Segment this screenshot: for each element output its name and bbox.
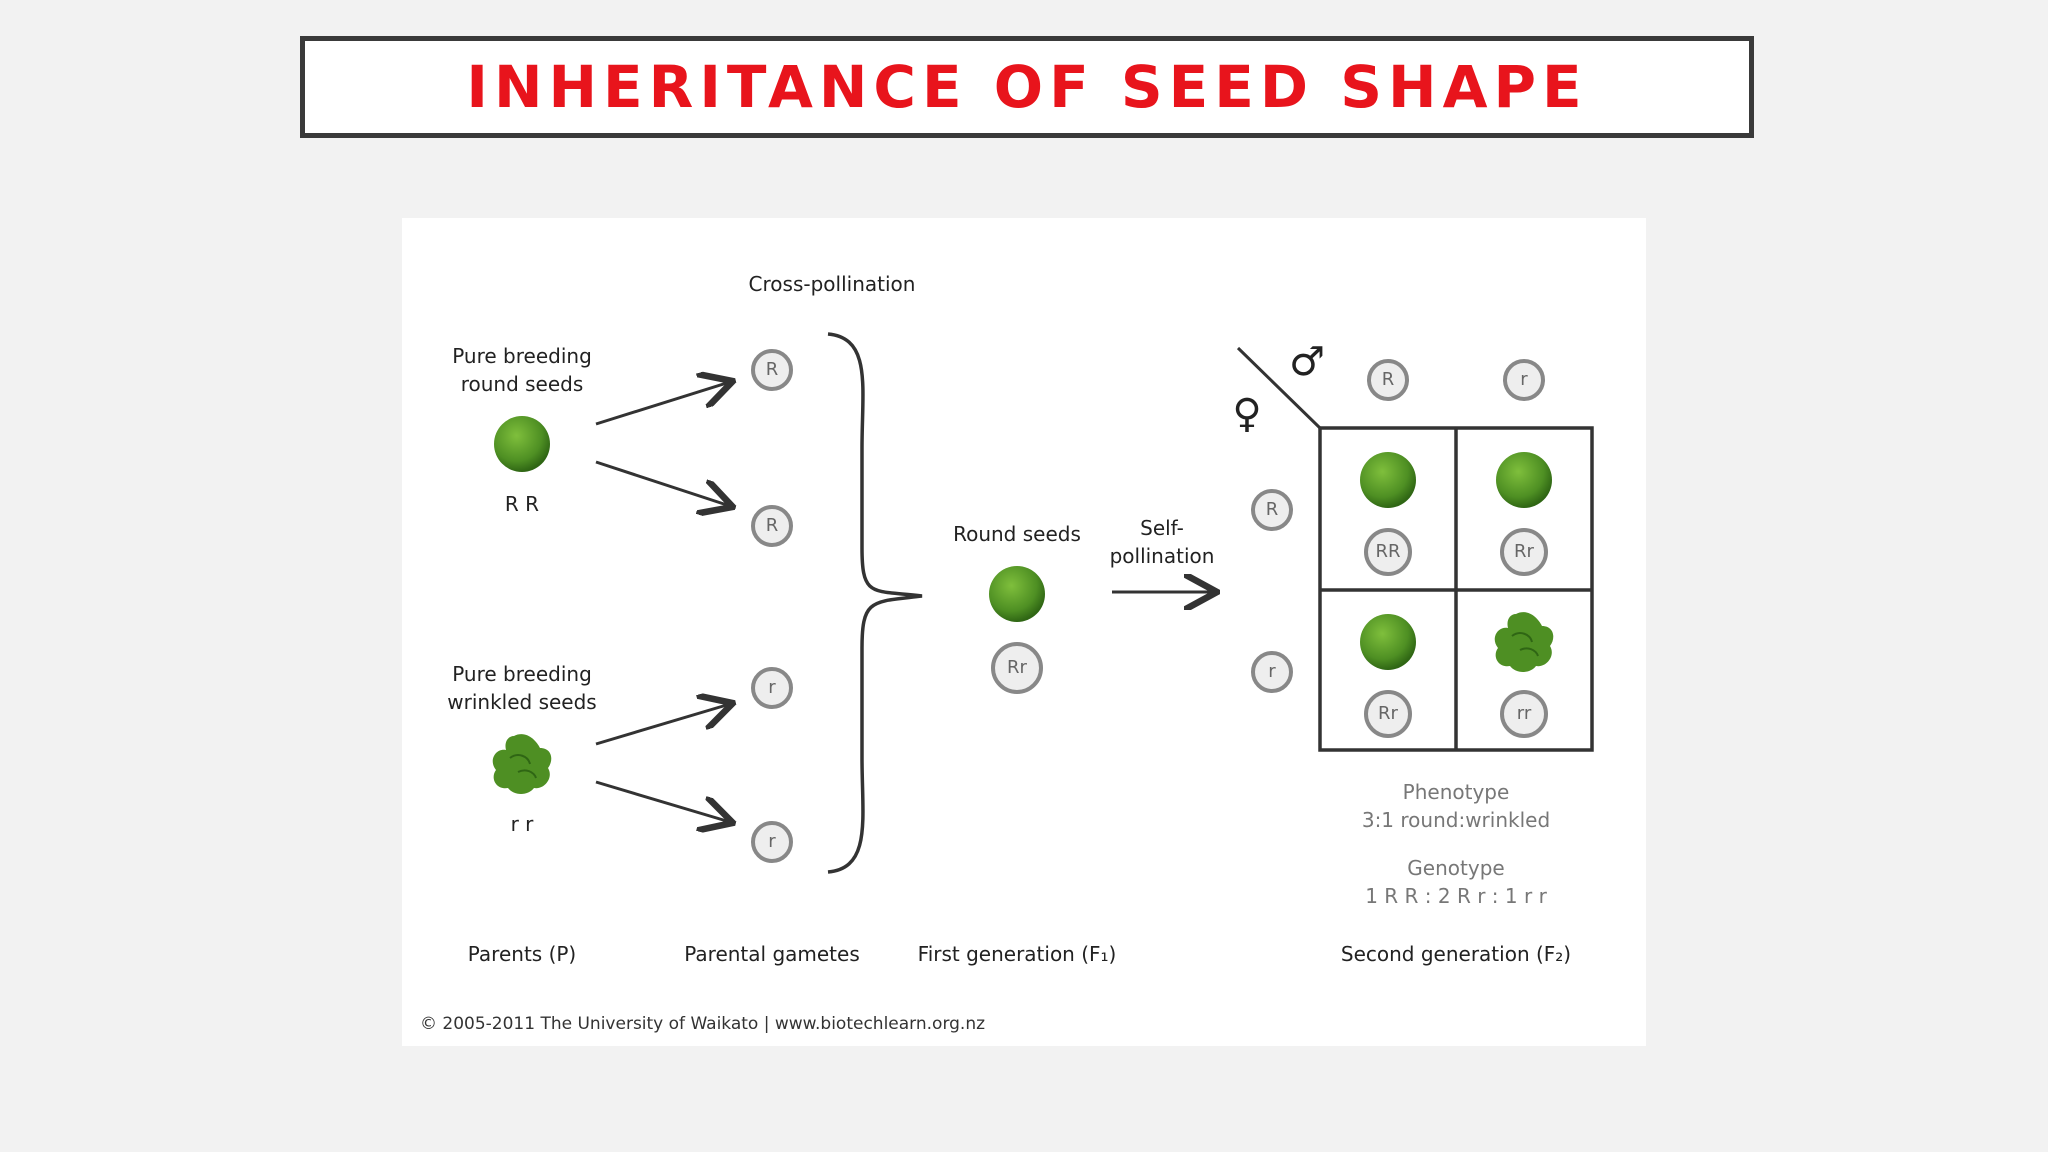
female-symbol: ♀ bbox=[1232, 391, 1262, 437]
female-gamete-r bbox=[1251, 651, 1293, 693]
parent-round-seed bbox=[494, 416, 550, 472]
parent-round-label: Pure breeding round seeds bbox=[452, 344, 592, 396]
f1-genotype-circle bbox=[991, 642, 1043, 694]
parent-wrinkled-label: Pure breeding wrinkled seeds bbox=[447, 662, 597, 714]
gamete-3-label: r bbox=[768, 677, 776, 698]
f1-genotype: Rr bbox=[1007, 657, 1027, 678]
male-gamete-R-label: R bbox=[1381, 369, 1395, 390]
arrow-rr-lower-1 bbox=[595, 704, 730, 746]
f1-label: Round seeds bbox=[953, 522, 1081, 546]
parent-wrinkled-seed bbox=[492, 734, 552, 794]
gamete-2 bbox=[751, 505, 793, 547]
arrow-rr-2 bbox=[595, 460, 730, 506]
gamete-2-label: R bbox=[765, 515, 779, 536]
parent-round-genotype: R R bbox=[504, 492, 540, 516]
stage-parents: Parents (P) bbox=[467, 942, 577, 966]
title-box: INHERITANCE OF SEED SHAPE bbox=[300, 36, 1754, 138]
gamete-4 bbox=[751, 821, 793, 863]
genotype-ratio: 1 R R : 2 R r : 1 r r bbox=[1365, 884, 1547, 908]
cell-rr3-seed bbox=[1360, 614, 1416, 670]
cross-pollination-label: Cross-pollination bbox=[748, 272, 916, 296]
slide-title: INHERITANCE OF SEED SHAPE bbox=[466, 53, 1588, 121]
male-gamete-r bbox=[1503, 359, 1545, 401]
female-gamete-R-label: R bbox=[1265, 499, 1279, 520]
copyright-credit: © 2005-2011 The University of Waikato | … bbox=[420, 1014, 986, 1034]
male-gamete-R bbox=[1367, 359, 1409, 401]
cell-rr3-circle bbox=[1364, 690, 1412, 738]
gamete-1 bbox=[751, 349, 793, 391]
f1-round-seed bbox=[989, 566, 1045, 622]
cell-rr2-circle bbox=[1500, 528, 1548, 576]
cross-pollination-brace bbox=[827, 332, 923, 874]
arrow-rr-lower-2 bbox=[595, 780, 730, 822]
arrow-rr-1 bbox=[595, 382, 730, 426]
cell-rr-circle bbox=[1364, 528, 1412, 576]
cell-2-genotype: Rr bbox=[1514, 541, 1534, 562]
genotype-title: Genotype bbox=[1407, 856, 1505, 880]
inheritance-diagram: Cross-pollination Pure breeding round se… bbox=[402, 218, 1646, 1046]
diagram-graphics bbox=[492, 332, 1594, 874]
stage-f2: Second generation (F₂) bbox=[1340, 942, 1572, 966]
cell-rr2-seed bbox=[1496, 452, 1552, 508]
cell-3-genotype: Rr bbox=[1378, 703, 1398, 724]
phenotype-ratio: 3:1 round:wrinkled bbox=[1361, 808, 1551, 832]
stage-f1: First generation (F₁) bbox=[917, 942, 1117, 966]
stage-gametes: Parental gametes bbox=[684, 942, 860, 966]
female-gamete-r-label: r bbox=[1268, 661, 1276, 682]
male-symbol: ♂ bbox=[1289, 339, 1325, 385]
cell-wrinkled-circle bbox=[1500, 690, 1548, 738]
gamete-1-label: R bbox=[765, 359, 779, 380]
self-pollination-label: Self- pollination bbox=[1109, 516, 1215, 568]
gamete-4-label: r bbox=[768, 831, 776, 852]
cell-4-genotype: rr bbox=[1516, 703, 1532, 724]
parent-wrinkled-genotype: r r bbox=[510, 812, 534, 836]
female-gamete-R bbox=[1251, 489, 1293, 531]
cell-1-genotype: RR bbox=[1375, 541, 1401, 562]
cell-wrinkled-seed bbox=[1494, 612, 1554, 672]
punnett-diagonal bbox=[1236, 346, 1322, 430]
phenotype-title: Phenotype bbox=[1402, 780, 1510, 804]
cell-rr-seed bbox=[1360, 452, 1416, 508]
gamete-3 bbox=[751, 667, 793, 709]
male-gamete-r-label: r bbox=[1520, 369, 1528, 390]
